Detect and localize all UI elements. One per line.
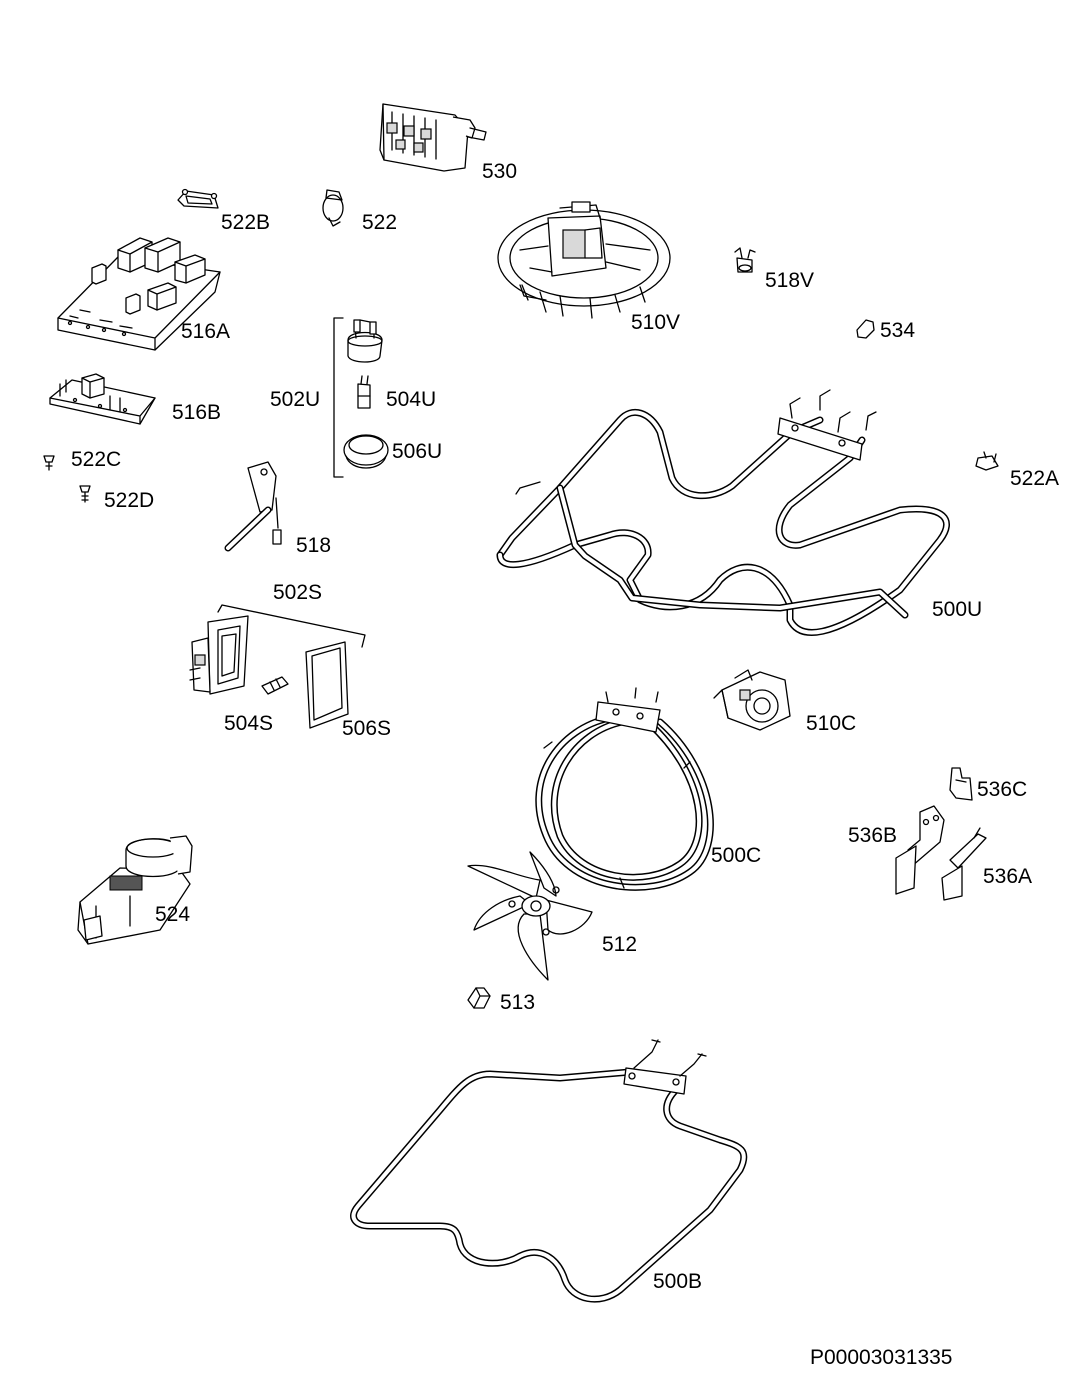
part-label-536b: 536B — [848, 824, 897, 847]
part-label-522c: 522C — [71, 448, 121, 471]
fan-motor-icon — [713, 669, 791, 731]
part-label-513: 513 — [500, 991, 535, 1014]
drawing-code: P00003031335 — [810, 1346, 952, 1369]
bottom-element-icon — [350, 1039, 748, 1303]
part-label-506u: 506U — [392, 440, 442, 463]
part-label-536a: 536A — [983, 865, 1032, 888]
temperature-sensor-icon — [224, 461, 282, 552]
bracket-icon — [949, 767, 973, 801]
part-label-522: 522 — [362, 211, 397, 234]
assembly-bracket-502s — [217, 604, 366, 648]
thermostat-icon — [734, 247, 756, 273]
side-lamp-assembly-icon — [189, 615, 249, 695]
lamp-assembly-icon — [347, 319, 383, 363]
part-label-502s: 502S — [273, 581, 322, 604]
cooling-fan-icon — [497, 201, 671, 319]
part-label-530: 530 — [482, 160, 517, 183]
lamp-cover-icon — [305, 641, 349, 729]
screw-icon — [79, 485, 91, 503]
door-lock-icon — [77, 835, 193, 945]
bulb-icon — [357, 375, 371, 409]
part-label-516a: 516A — [181, 320, 230, 343]
part-label-510v: 510V — [631, 311, 680, 334]
fan-blade-icon — [467, 851, 593, 981]
part-label-518: 518 — [296, 534, 331, 557]
bracket-icon — [895, 805, 945, 895]
part-label-522b: 522B — [221, 211, 270, 234]
part-label-516b: 516B — [172, 401, 221, 424]
part-label-522a: 522A — [1010, 467, 1059, 490]
part-label-534: 534 — [880, 319, 915, 342]
bracket-icon — [941, 827, 987, 901]
grill-element-icon — [496, 389, 950, 636]
lamp-glass-icon — [343, 434, 389, 469]
clip-icon — [975, 451, 999, 471]
part-label-500u: 500U — [932, 598, 982, 621]
nut-icon — [467, 987, 491, 1009]
lamp-socket-icon — [322, 189, 344, 227]
screw-icon — [43, 455, 55, 471]
clip-bracket-icon — [177, 188, 219, 209]
part-label-500c: 500C — [711, 844, 761, 867]
part-label-500b: 500B — [653, 1270, 702, 1293]
part-label-522d: 522D — [104, 489, 154, 512]
part-label-504s: 504S — [224, 712, 273, 735]
part-label-518v: 518V — [765, 269, 814, 292]
assembly-bracket-502u — [333, 317, 344, 478]
terminal-block-icon — [379, 103, 487, 172]
part-label-506s: 506S — [342, 717, 391, 740]
part-label-504u: 504U — [386, 388, 436, 411]
part-label-536c: 536C — [977, 778, 1027, 801]
part-label-510c: 510C — [806, 712, 856, 735]
bulb-icon — [261, 676, 289, 695]
circular-element-icon — [535, 687, 714, 891]
circuit-board-icon — [49, 373, 156, 425]
spacer-icon — [856, 319, 875, 339]
part-label-524: 524 — [155, 903, 190, 926]
circuit-board-icon — [57, 237, 221, 351]
part-label-512: 512 — [602, 933, 637, 956]
part-label-502u: 502U — [270, 388, 320, 411]
